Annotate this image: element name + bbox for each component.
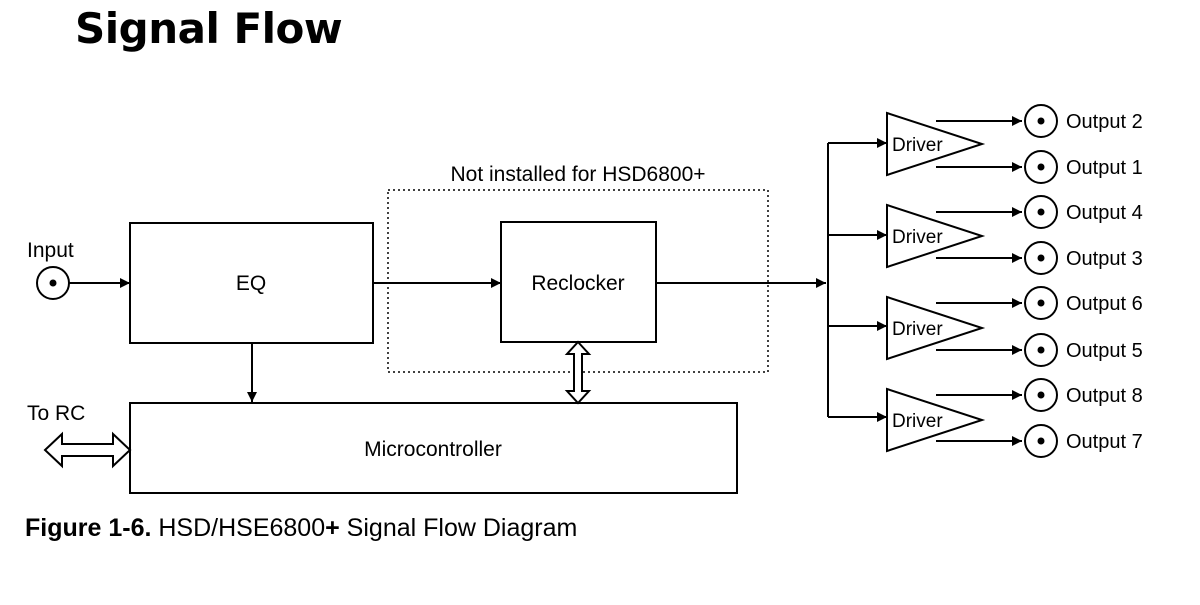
microcontroller-block (129, 402, 738, 494)
caption-text: HSD/HSE6800 (151, 514, 326, 542)
caption-plus: + (325, 514, 340, 542)
driver-4-triangle (886, 387, 986, 453)
to-rc-bidirectional-arrow (43, 431, 132, 469)
driver-2-label: Driver (892, 227, 943, 248)
output-4-label: Output 4 (1066, 202, 1143, 224)
driver-1-label: Driver (892, 135, 943, 156)
output-7-label: Output 7 (1066, 431, 1143, 453)
driver-1: Driver Output 2 Output 1 (886, 104, 1143, 184)
output-1-label: Output 1 (1066, 157, 1143, 179)
output-2-connector-icon (1024, 104, 1058, 138)
output-5-label: Output 5 (1066, 340, 1143, 362)
to-rc-label: To RC (27, 402, 85, 425)
driver-1-triangle (886, 111, 986, 177)
output-6-label: Output 6 (1066, 293, 1143, 315)
driver-3-triangle (886, 295, 986, 361)
driver-3-label: Driver (892, 319, 943, 340)
output-8-label: Output 8 (1066, 385, 1143, 407)
output-1-connector-icon (1024, 150, 1058, 184)
figure-number: Figure 1-6. (25, 514, 152, 542)
output-2-label: Output 2 (1066, 111, 1143, 133)
output-5-connector-icon (1024, 333, 1058, 367)
driver-3: Driver Output 6 Output 5 (886, 286, 1143, 367)
output-8-connector-icon (1024, 378, 1058, 412)
reclocker-label: Reclocker (531, 272, 624, 295)
input-connector-icon (36, 266, 70, 300)
driver-2-triangle (886, 203, 986, 269)
driver-4: Driver Output 8 Output 7 (886, 378, 1143, 458)
eq-label: EQ (236, 272, 266, 295)
reclocker-microcontroller-bidirectional-arrow (564, 340, 592, 405)
input-label: Input (27, 239, 74, 262)
page-title: Signal Flow (75, 4, 343, 53)
microcontroller-label: Microcontroller (364, 438, 502, 461)
not-installed-note: Not installed for HSD6800+ (450, 163, 705, 186)
figure-caption: Figure 1-6. HSD/HSE6800+ Signal Flow Dia… (25, 514, 577, 543)
output-4-connector-icon (1024, 195, 1058, 229)
driver-4-label: Driver (892, 411, 943, 432)
output-3-connector-icon (1024, 241, 1058, 275)
output-3-label: Output 3 (1066, 248, 1143, 270)
output-7-connector-icon (1024, 424, 1058, 458)
caption-suffix: Signal Flow Diagram (339, 514, 578, 542)
output-6-connector-icon (1024, 286, 1058, 320)
driver-2: Driver Output 4 Output 3 (886, 195, 1143, 275)
